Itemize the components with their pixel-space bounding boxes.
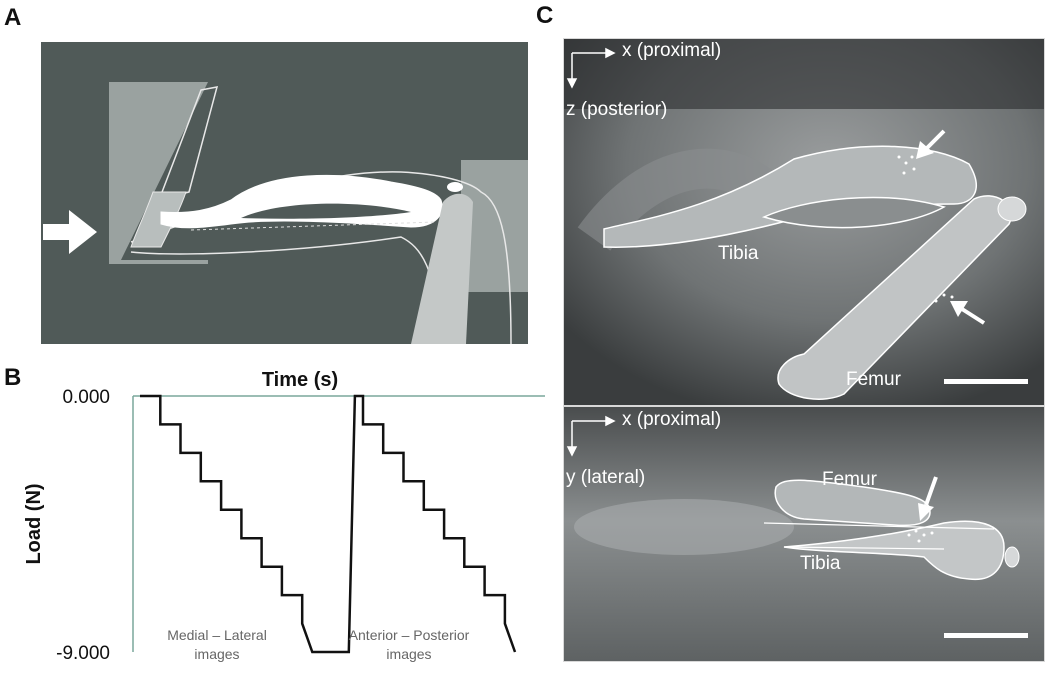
tibia-bone <box>160 174 443 229</box>
tibia-gap <box>241 203 411 219</box>
load-time-chart-svg: Time (s) Load (N) 0.000 -9.000 Medial – … <box>23 369 545 664</box>
foot-shadow <box>574 499 794 555</box>
ankle <box>130 191 187 248</box>
bone-edge-line <box>783 546 945 550</box>
arrow-icon-tibia <box>916 129 946 159</box>
patella <box>447 182 463 192</box>
xray-sagittal-svg <box>564 39 1044 405</box>
loading-schematic <box>41 42 528 345</box>
patella-outline <box>997 196 1027 222</box>
foot <box>157 86 219 202</box>
leg-outline-lower <box>130 236 442 345</box>
tibia-label: Tibia <box>718 243 759 264</box>
axes-icon <box>566 415 616 457</box>
panel-label-a: A <box>4 4 22 31</box>
reference-line <box>190 221 437 231</box>
marker-dots <box>897 155 954 303</box>
axis-label-x: x (proximal) <box>622 40 722 61</box>
chart-title: Time (s) <box>262 369 338 391</box>
axes-icon <box>566 47 616 89</box>
femur-bone <box>411 193 473 344</box>
xray-dark-band <box>564 39 1044 109</box>
bone-edge-line <box>763 522 995 530</box>
xray-frontal-svg <box>564 407 1044 661</box>
tibia-outline <box>783 520 1005 581</box>
arrow-icon-contact <box>918 476 938 521</box>
arrow-icon-femur <box>950 301 986 325</box>
y-tick-label: -9.000 <box>56 643 110 664</box>
load-time-chart: Time (s) Load (N) 0.000 -9.000 Medial – … <box>0 362 545 676</box>
tibia-outline <box>603 145 977 248</box>
load-series-line <box>140 394 517 654</box>
scale-bar <box>944 633 1028 638</box>
y-axis-label: Load (N) <box>23 483 45 564</box>
xray-sagittal: x (proximal) z (posterior) Tibia Femur <box>563 38 1045 406</box>
scale-bar <box>944 379 1028 384</box>
axis-label-z: z (posterior) <box>566 99 668 120</box>
panel-label-b: B <box>4 364 22 391</box>
foot-shadow <box>577 148 777 251</box>
axis-label-x: x (proximal) <box>622 409 722 430</box>
left-platen <box>109 82 208 264</box>
axis-label-y: y (lateral) <box>566 467 646 488</box>
loading-schematic-svg <box>43 82 528 345</box>
tibia-label: Tibia <box>800 553 841 574</box>
tibia-inner-outline <box>761 196 946 229</box>
femur-label: Femur <box>822 469 877 490</box>
right-platen <box>461 160 528 292</box>
marker-dots <box>907 529 934 543</box>
annotation-anterior-posterior-line2: images <box>386 646 431 662</box>
xray-frontal: x (proximal) y (lateral) Femur Tibia <box>563 406 1045 662</box>
load-arrow-icon <box>43 210 97 254</box>
annotation-medial-lateral-line1: Medial – Lateral <box>167 627 267 643</box>
annotation-anterior-posterior-line1: Anterior – Posterior <box>349 627 470 643</box>
annotation-medial-lateral-line2: images <box>194 646 239 662</box>
y-tick-label: 0.000 <box>62 387 110 408</box>
panel-label-c: C <box>536 2 554 29</box>
femur-label: Femur <box>846 369 901 390</box>
patella-outline <box>1004 546 1020 568</box>
